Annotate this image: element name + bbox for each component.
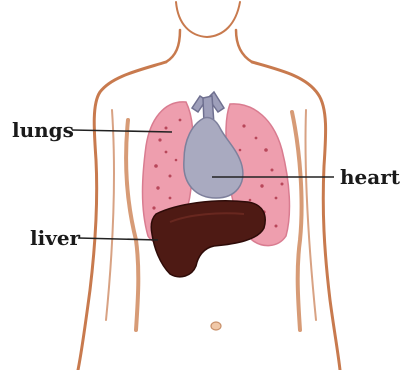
neck-right-outline — [236, 30, 252, 62]
liver-organ — [151, 201, 265, 277]
liver-label: liver — [30, 226, 81, 250]
neck-left-outline — [166, 30, 180, 62]
right-torso-side — [292, 112, 302, 330]
left-torso-side — [126, 120, 138, 330]
navel — [211, 322, 221, 330]
chin-outline — [176, 2, 240, 37]
heart-label: heart — [340, 165, 400, 189]
left-arm-inner — [106, 110, 114, 320]
lungs-label: lungs — [12, 118, 74, 142]
right-arm-inner — [305, 110, 316, 320]
liver-leader-line — [78, 238, 158, 240]
